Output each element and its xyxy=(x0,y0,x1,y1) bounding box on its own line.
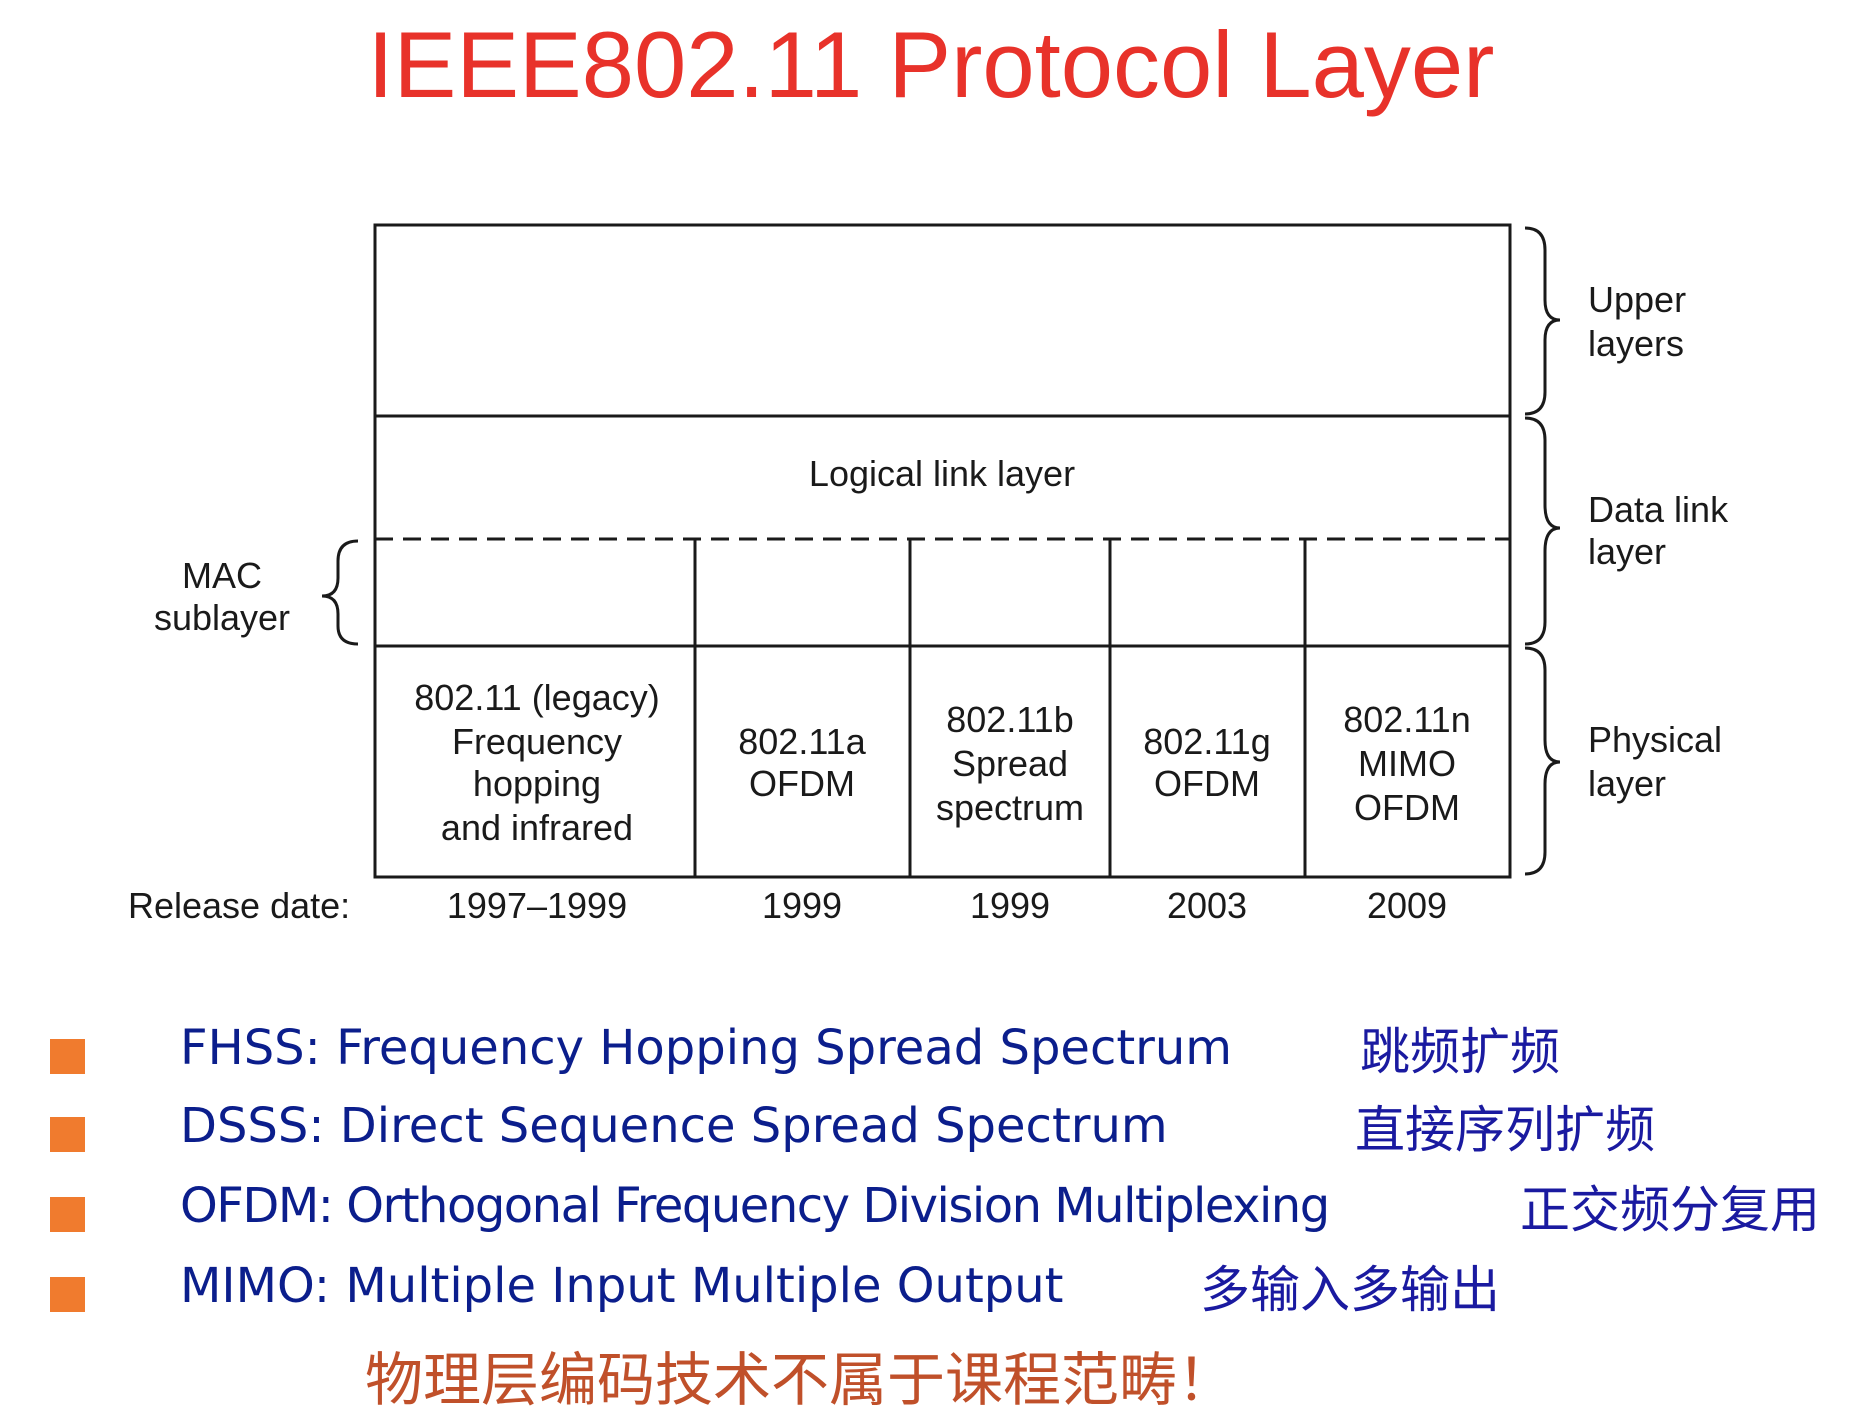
standard-80211n-line-1: 802.11n xyxy=(1343,699,1470,740)
standard-80211a-line-2: OFDM xyxy=(749,763,855,804)
standard-legacy-line-4: and infrared xyxy=(441,807,633,848)
release-date-label: Release date: xyxy=(128,885,350,926)
standard-legacy: 802.11 (legacy) Frequency hopping and in… xyxy=(414,677,659,848)
data-link-label-2: layer xyxy=(1588,531,1666,572)
standard-80211b-line-1: 802.11b xyxy=(946,699,1073,740)
upper-layers-bracket xyxy=(1524,226,1561,416)
standard-legacy-line-3: hopping xyxy=(473,763,601,804)
mac-sublayer-label-1: MAC xyxy=(182,555,262,596)
physical-layer-bracket xyxy=(1524,646,1561,876)
upper-layers-label-1: Upper xyxy=(1588,279,1686,320)
list-item: DSSS: Direct Sequence Spread Spectrum 直接… xyxy=(0,1093,1862,1163)
acronym-definition: FHSS: Frequency Hopping Spread Spectrum xyxy=(180,1020,1233,1076)
standard-legacy-line-1: 802.11 (legacy) xyxy=(414,677,659,718)
standard-80211n-line-2: MIMO xyxy=(1358,743,1456,784)
standard-80211n: 802.11n MIMO OFDM xyxy=(1343,699,1470,828)
acronym-translation: 正交频分复用 xyxy=(1520,1181,1820,1239)
release-date-legacy: 1997–1999 xyxy=(447,885,627,926)
acronym-translation: 跳频扩频 xyxy=(1360,1023,1560,1081)
acronym-definition: DSSS: Direct Sequence Spread Spectrum xyxy=(180,1098,1168,1154)
logical-link-label: Logical link layer xyxy=(809,453,1075,494)
square-bullet-icon xyxy=(50,1197,85,1232)
release-date-80211a: 1999 xyxy=(762,885,842,926)
protocol-layer-diagram: Upper layers Data link layer Physical la… xyxy=(128,223,1729,926)
standard-legacy-line-2: Frequency xyxy=(452,721,622,762)
standard-80211g: 802.11g OFDM xyxy=(1143,721,1270,804)
release-date-80211b: 1999 xyxy=(970,885,1050,926)
acronym-translation: 直接序列扩频 xyxy=(1355,1101,1655,1159)
square-bullet-icon xyxy=(50,1277,85,1312)
mac-sublayer-bracket xyxy=(321,539,359,646)
release-date-80211n: 2009 xyxy=(1367,885,1447,926)
standard-80211a-line-1: 802.11a xyxy=(738,721,866,762)
standard-80211b: 802.11b Spread spectrum xyxy=(936,699,1084,828)
acronym-definition: MIMO: Multiple Input Multiple Output xyxy=(180,1258,1064,1314)
standard-80211g-line-2: OFDM xyxy=(1154,763,1260,804)
physical-layer-label-1: Physical xyxy=(1588,719,1722,760)
physical-layer-label-2: layer xyxy=(1588,763,1666,804)
list-item: FHSS: Frequency Hopping Spread Spectrum … xyxy=(0,1015,1862,1085)
scope-note: 物理层编码技术不属于课程范畴！ xyxy=(365,1346,1236,1414)
diagram-outer-box xyxy=(373,223,1512,879)
data-link-label-1: Data link xyxy=(1588,489,1729,530)
acronym-definition: OFDM: Orthogonal Frequency Division Mult… xyxy=(180,1178,1330,1234)
page-title: IEEE802.11 Protocol Layer xyxy=(367,12,1495,117)
data-link-bracket xyxy=(1524,416,1561,646)
standard-80211b-line-3: spectrum xyxy=(936,787,1084,828)
standard-80211g-line-1: 802.11g xyxy=(1143,721,1270,762)
standard-80211a: 802.11a OFDM xyxy=(738,721,866,804)
square-bullet-icon xyxy=(50,1039,85,1074)
list-item: MIMO: Multiple Input Multiple Output 多输入… xyxy=(0,1253,1862,1323)
acronym-translation: 多输入多输出 xyxy=(1200,1261,1500,1319)
standard-80211b-line-2: Spread xyxy=(952,743,1068,784)
release-date-80211g: 2003 xyxy=(1167,885,1247,926)
upper-layers-label-2: layers xyxy=(1588,323,1684,364)
standard-80211n-line-3: OFDM xyxy=(1354,787,1460,828)
list-item: OFDM: Orthogonal Frequency Division Mult… xyxy=(0,1173,1862,1243)
square-bullet-icon xyxy=(50,1117,85,1152)
mac-sublayer-label-2: sublayer xyxy=(154,597,290,638)
